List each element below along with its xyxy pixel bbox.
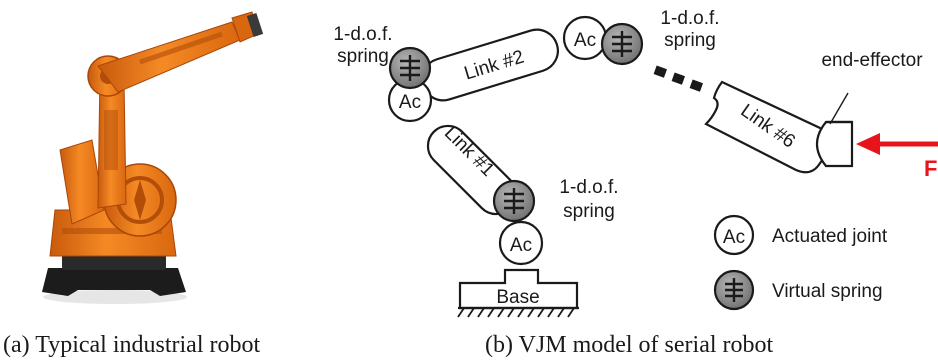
turret-band [62,228,162,234]
robot-counterweight [59,139,105,225]
joint-base [498,220,544,266]
end-effector-label: end-effector [821,50,923,71]
spring-top-left-line1: 1-d.o.f. [333,24,392,45]
spring-top-left-line2: spring [337,46,389,67]
force-arrow [856,133,938,155]
vjm-diagram [387,15,938,318]
spring-bottom-line1: 1-d.o.f. [559,177,618,198]
spring-bottom [492,179,536,223]
spring-top-right-line2: spring [664,30,716,51]
robot-flange [246,12,264,38]
industrial-robot-photo [42,11,264,304]
force-label: F [924,156,937,181]
ground-hatch [457,307,575,318]
base-label: Base [496,287,539,308]
legend-spring-icon [713,269,755,311]
spring-left [388,46,432,90]
spring-top [600,22,644,66]
caption-a: (a) Typical industrial robot [3,332,260,358]
legend-joint-text: Actuated joint [772,226,888,247]
lower-arm-stripe [104,110,118,170]
robot-base-plate [62,254,166,270]
legend-spring-text: Virtual spring [772,281,883,302]
joint-top-label: Ac [574,30,596,51]
end-effector [815,120,854,168]
legend-joint-symbol: Ac [723,227,745,248]
robot-base [42,268,186,296]
end-effector-leader [829,92,849,125]
caption-b: (b) VJM model of serial robot [485,332,774,358]
spring-top-right-line1: 1-d.o.f. [660,8,719,29]
link-continuation-dots [653,65,704,92]
joint-shoulder-label: Ac [399,92,421,113]
spring-bottom-line2: spring [563,201,615,222]
joint-base-label: Ac [510,235,532,256]
legend-joint-icon [713,214,755,256]
shoulder-hub [134,180,146,220]
upper-arm-stripe [139,31,223,65]
floor-shadow [43,290,187,304]
base-block [457,268,579,318]
